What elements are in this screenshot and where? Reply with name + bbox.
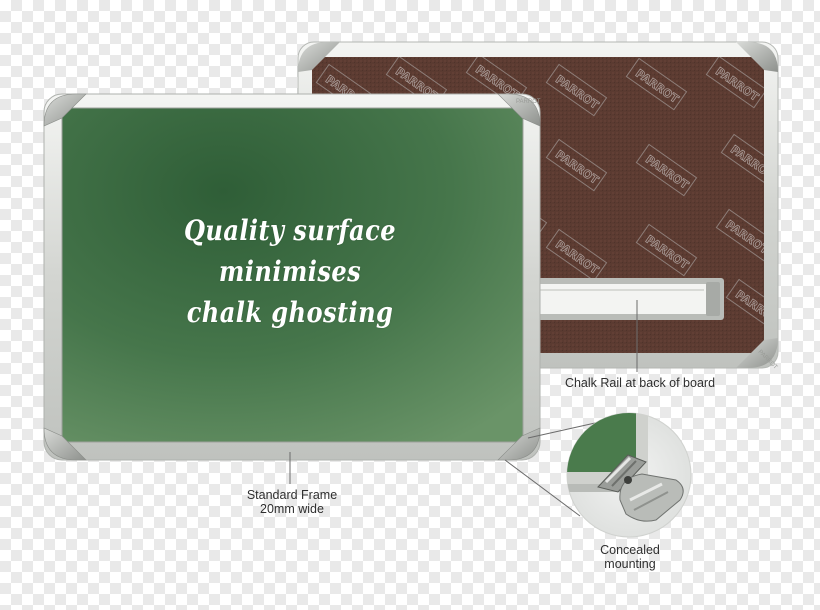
mounting-callout-line-upper xyxy=(527,420,605,439)
chalk-rail-caption: Chalk Rail at back of board xyxy=(564,376,716,390)
standard-frame-caption-line-1: Standard Frame xyxy=(246,488,338,502)
concealed-mounting-detail xyxy=(566,412,692,538)
chalkboard-surface xyxy=(62,108,523,442)
headline-line-3: chalk ghosting xyxy=(186,296,394,329)
concealed-mounting-caption: Concealed mounting xyxy=(580,543,680,571)
mounting-callout-line-lower xyxy=(504,459,581,517)
headline-line-1: Quality surface xyxy=(183,214,397,247)
standard-frame-caption-line-2: 20mm wide xyxy=(260,502,324,516)
chalk-rail xyxy=(532,278,724,320)
concealed-mounting-caption-line-2: mounting xyxy=(604,557,656,571)
standard-frame-caption: Standard Frame 20mm wide xyxy=(230,488,354,516)
headline-line-2: minimises xyxy=(218,255,362,288)
frame-corner-mark: PARROT xyxy=(516,99,541,105)
front-board xyxy=(43,93,541,461)
board-headline: Quality surface minimises chalk ghosting xyxy=(161,210,419,333)
concealed-mounting-caption-line-1: Concealed xyxy=(600,543,660,557)
